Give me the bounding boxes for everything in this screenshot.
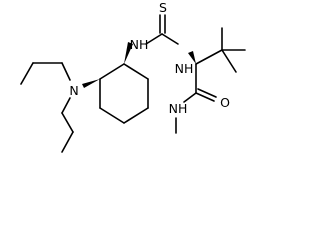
ring-bond [123, 63, 149, 80]
atom-label-nh-right: NH [175, 61, 194, 76]
bond-propyl-a-2 [20, 62, 34, 85]
ring-bond [99, 63, 125, 80]
molecule-structure-drawing: S NH NH N NH O [20, 0, 246, 153]
cyclohexane-ring [99, 63, 149, 124]
wedge-bond-ring-to-nh [124, 42, 133, 64]
bond-carbonyl-double-b [197, 88, 217, 98]
atom-label-nh-left: NH [130, 37, 149, 52]
bond-propyl-b-1 [61, 112, 74, 133]
atom-label-nh-amide: NH [169, 101, 188, 116]
molecule-structure-canvas: S NH NH N NH O [20, 0, 246, 153]
bond-amine-to-propyl-b [61, 97, 71, 114]
ring-bond [123, 107, 149, 124]
bond-amine-to-propyl-a [61, 62, 71, 81]
wedge-bond-alpha-to-nh [188, 51, 196, 64]
atom-label-o: O [220, 95, 230, 110]
bond-propyl-b-2 [61, 131, 74, 153]
bond-nh-to-thiocarbonyl [145, 33, 163, 45]
bond-tbutyl-methyl-down [221, 49, 237, 73]
atom-label-n-amine: N [69, 83, 78, 98]
bond-carbonyl-to-nh [183, 92, 197, 103]
wedge-bond-ring-to-amine [82, 79, 100, 88]
bond-alpha-to-quaternary [195, 49, 223, 65]
bond-thiocarbonyl-to-nh [161, 33, 179, 45]
atom-label-s: S [159, 0, 167, 15]
ring-bond [99, 107, 125, 124]
bond-carbonyl-double-a [195, 92, 215, 102]
